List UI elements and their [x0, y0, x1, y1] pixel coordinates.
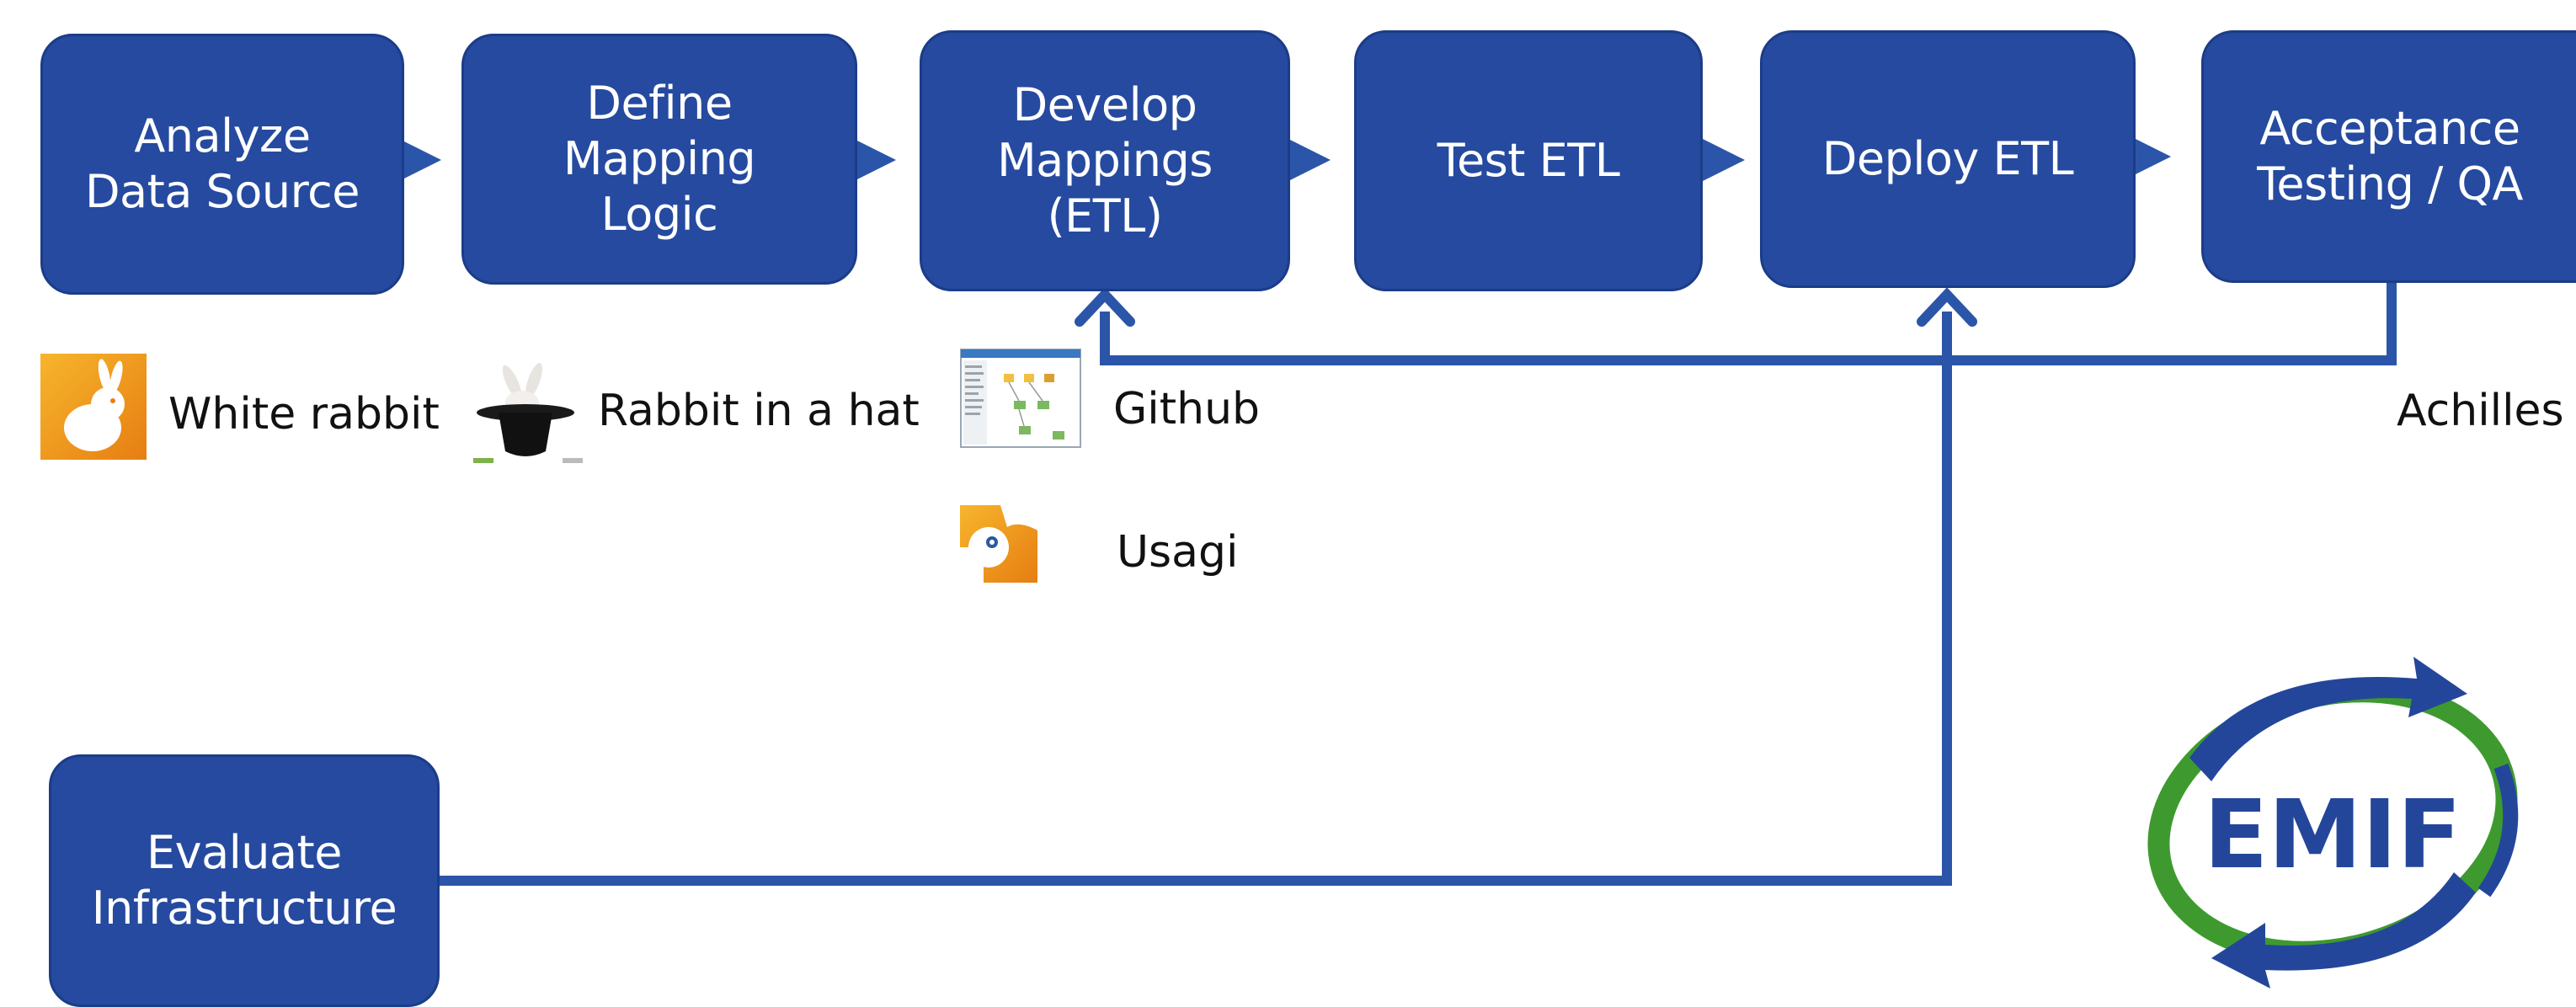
tool-label-github: Github	[1113, 384, 1261, 434]
step-label: Develop Mappings (ETL)	[997, 78, 1213, 242]
tool-label-rabbit-in-a-hat: Rabbit in a hat	[598, 386, 920, 436]
step-label: Analyze Data Source	[84, 109, 360, 218]
tool-label-usagi: Usagi	[1117, 527, 1239, 578]
usagi-icon	[960, 505, 1037, 583]
step-label: Test ETL	[1437, 134, 1620, 187]
emif-logo: EMIF	[2147, 657, 2519, 988]
step-develop-mappings: Develop Mappings (ETL)	[920, 30, 1290, 291]
step-label: Acceptance Testing / QA	[2257, 102, 2523, 210]
tool-label-achilles: Achilles	[2397, 386, 2564, 436]
feedback-loop-line	[1100, 280, 2397, 365]
step-define-mapping-logic: Define Mapping Logic	[461, 34, 857, 285]
step-test-etl: Test ETL	[1354, 30, 1703, 291]
rabbit-in-hat-icon	[473, 363, 583, 463]
github-screenshot-icon	[960, 349, 1081, 448]
feedback-arrowhead	[1075, 287, 1135, 327]
emif-logo-text: EMIF	[2204, 781, 2461, 890]
step-label: Deploy ETL	[1821, 132, 2074, 185]
step-label: Define Mapping Logic	[563, 77, 756, 241]
infrastructure-to-deploy-line	[438, 312, 1952, 886]
deploy-arrowhead	[1917, 287, 1977, 327]
step-evaluate-infrastructure: Evaluate Infrastructure	[49, 754, 440, 1007]
step-analyze-data-source: Analyze Data Source	[40, 34, 404, 295]
step-label: Evaluate Infrastructure	[91, 826, 397, 935]
tool-label-white-rabbit: White rabbit	[168, 389, 440, 440]
step-deploy-etl: Deploy ETL	[1760, 30, 2136, 288]
white-rabbit-icon	[40, 354, 147, 460]
step-acceptance-testing: Acceptance Testing / QA	[2201, 30, 2576, 283]
